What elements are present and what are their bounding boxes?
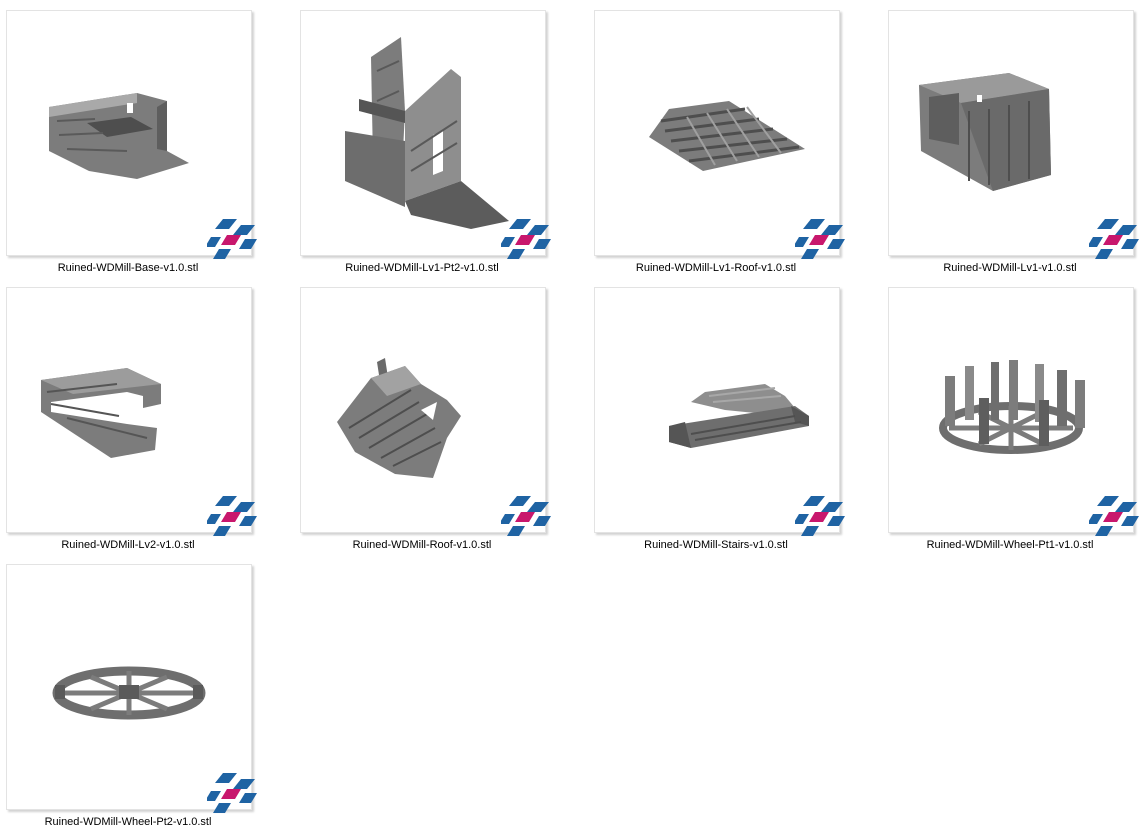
file-item[interactable]: Ruined-WDMill-Lv1-Pt2-v1.0.stl	[282, 10, 562, 282]
model-preview	[939, 360, 1085, 454]
3d-builder-app-icon	[795, 496, 845, 536]
3d-builder-app-icon	[207, 496, 257, 536]
3d-builder-app-icon	[501, 219, 551, 259]
file-name-label: Ruined-WDMill-Base-v1.0.stl	[57, 262, 199, 274]
file-item[interactable]: Ruined-WDMill-Wheel-Pt1-v1.0.stl	[870, 287, 1147, 559]
model-preview	[345, 37, 509, 229]
file-thumbnail	[300, 287, 551, 536]
file-name-label: Ruined-WDMill-Stairs-v1.0.stl	[644, 539, 788, 551]
3d-builder-app-icon	[1089, 496, 1139, 536]
file-thumbnail	[300, 10, 551, 259]
file-name-label: Ruined-WDMill-Wheel-Pt2-v1.0.stl	[44, 816, 212, 828]
file-name-label: Ruined-WDMill-Lv1-v1.0.stl	[943, 262, 1077, 274]
file-thumbnail	[594, 287, 845, 536]
3d-builder-app-icon	[207, 219, 257, 259]
model-preview	[49, 93, 189, 179]
file-name-label: Ruined-WDMill-Lv2-v1.0.stl	[61, 539, 195, 551]
file-item[interactable]: Ruined-WDMill-Lv1-Roof-v1.0.stl	[576, 10, 856, 282]
file-item[interactable]: Ruined-WDMill-Lv2-v1.0.stl	[0, 287, 268, 559]
model-preview	[919, 73, 1051, 191]
file-name-label: Ruined-WDMill-Wheel-Pt1-v1.0.stl	[926, 539, 1094, 551]
3d-builder-app-icon	[1089, 219, 1139, 259]
file-thumbnail	[888, 287, 1139, 536]
model-preview	[52, 666, 206, 720]
model-preview	[649, 101, 805, 171]
file-item[interactable]: Ruined-WDMill-Lv1-v1.0.stl	[870, 10, 1147, 282]
file-thumbnail	[888, 10, 1139, 259]
model-preview	[337, 358, 461, 478]
file-item[interactable]: Ruined-WDMill-Wheel-Pt2-v1.0.stl	[0, 564, 268, 836]
file-item[interactable]: Ruined-WDMill-Base-v1.0.stl	[0, 10, 268, 282]
3d-builder-app-icon	[501, 496, 551, 536]
file-thumbnail	[6, 287, 257, 536]
file-name-label: Ruined-WDMill-Lv1-Roof-v1.0.stl	[635, 262, 797, 274]
file-thumbnail	[594, 10, 845, 259]
model-preview	[669, 384, 809, 448]
file-item[interactable]: Ruined-WDMill-Stairs-v1.0.stl	[576, 287, 856, 559]
file-name-label: Ruined-WDMill-Lv1-Pt2-v1.0.stl	[345, 262, 499, 274]
file-thumbnail	[6, 564, 257, 813]
3d-builder-app-icon	[207, 773, 257, 813]
model-preview	[41, 368, 161, 458]
file-item[interactable]: Ruined-WDMill-Roof-v1.0.stl	[282, 287, 562, 559]
file-thumbnail	[6, 10, 257, 259]
3d-builder-app-icon	[795, 219, 845, 259]
file-name-label: Ruined-WDMill-Roof-v1.0.stl	[352, 539, 492, 551]
